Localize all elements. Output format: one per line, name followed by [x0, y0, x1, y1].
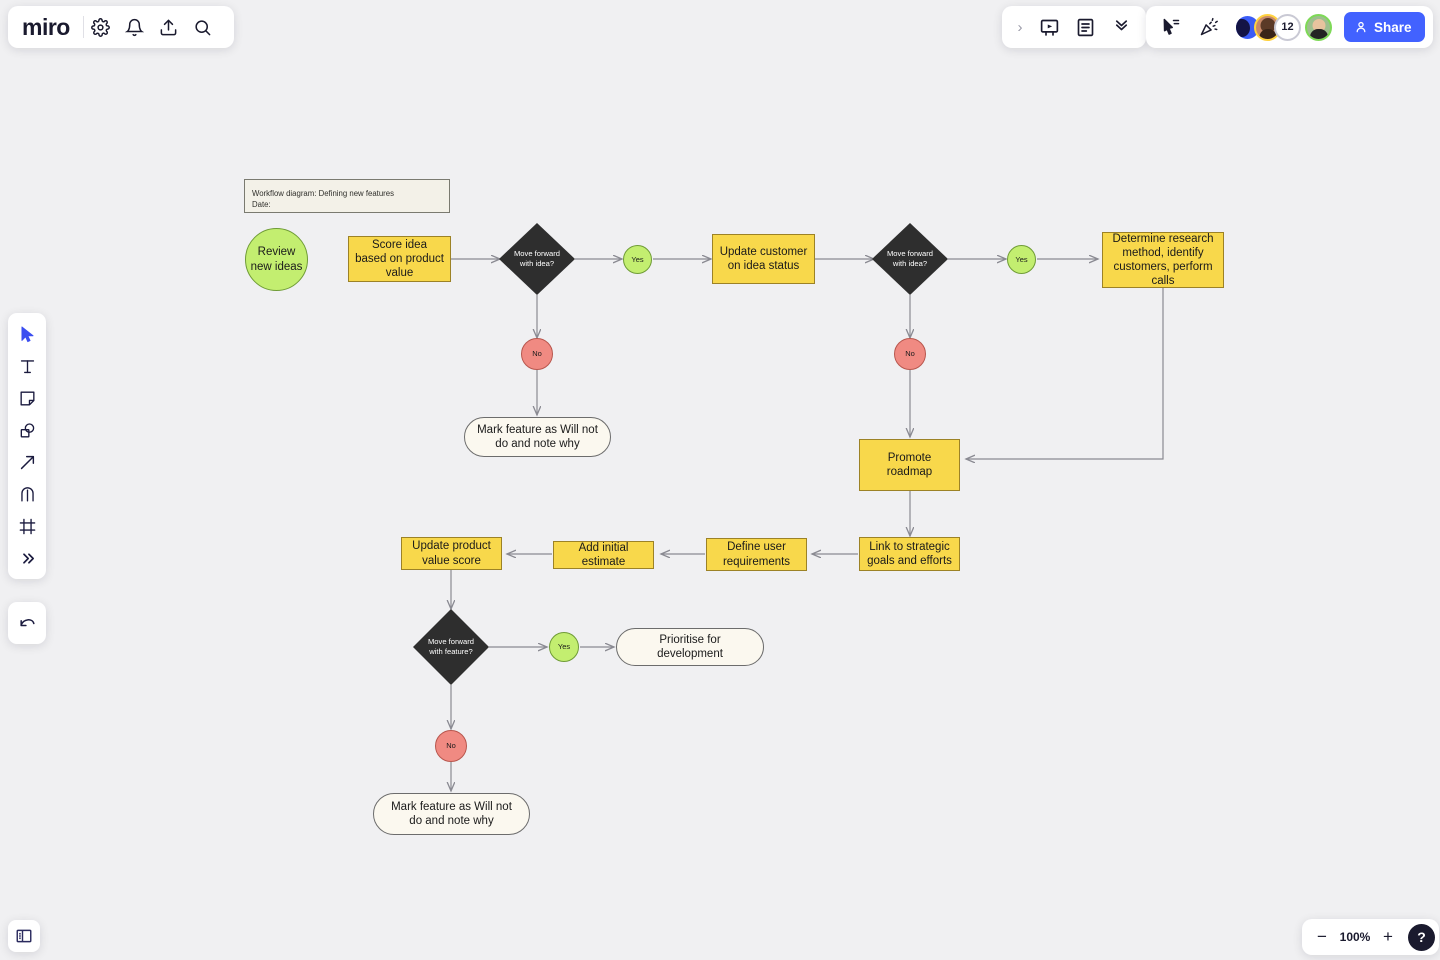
creation-toolbar [8, 313, 46, 579]
node-label: Update customer on idea status [719, 245, 808, 272]
node-yes-1[interactable]: Yes [623, 245, 652, 274]
avatar-count-label: 12 [1281, 21, 1294, 33]
node-label: Review new ideas [250, 246, 303, 273]
zoom-toolbar: − 100% + ? [1302, 919, 1439, 955]
node-no-2[interactable]: No [894, 338, 926, 370]
node-no-3[interactable]: No [435, 730, 467, 762]
node-link-strategic-goals[interactable]: Link to strategic goals and efforts [859, 537, 960, 571]
node-add-initial-estimate[interactable]: Add initial estimate [553, 541, 654, 569]
upload-icon[interactable] [152, 10, 186, 44]
select-cursor-tool[interactable] [12, 319, 42, 349]
settings-gear-icon[interactable] [84, 10, 118, 44]
shapes-tool[interactable] [12, 415, 42, 445]
sticky-note-tool[interactable] [12, 383, 42, 413]
undo-toolbar [8, 602, 46, 644]
text-tool[interactable] [12, 351, 42, 381]
undo-arrow-icon[interactable] [12, 608, 42, 638]
notifications-bell-icon[interactable] [118, 10, 152, 44]
collaboration-toolbar: 12 Share [1146, 6, 1433, 48]
node-update-product-value-score[interactable]: Update product value score [401, 537, 502, 570]
notes-document-icon[interactable] [1068, 10, 1102, 44]
celebrate-confetti-icon[interactable] [1192, 10, 1226, 44]
node-decision-move-forward-feature[interactable] [413, 609, 489, 685]
node-promote-roadmap[interactable]: Promote roadmap [859, 439, 960, 491]
board-title-line1: Workflow diagram: Defining new features [252, 189, 394, 198]
collaborator-avatars: 12 [1234, 13, 1332, 41]
zoom-out-button[interactable]: − [1317, 927, 1327, 946]
search-icon[interactable] [186, 10, 220, 44]
node-label: Define user requirements [722, 541, 791, 568]
avatar-overflow-count[interactable]: 12 [1274, 13, 1301, 41]
pen-draw-tool[interactable] [12, 479, 42, 509]
node-label: Yes [1015, 254, 1028, 264]
node-decision-move-forward-idea-1[interactable] [499, 223, 575, 295]
more-tools-chevrons[interactable] [12, 543, 42, 573]
miro-logo[interactable]: miro [22, 13, 70, 40]
board-title-line2: Date: [252, 200, 271, 210]
node-label: Update product value score [412, 540, 491, 567]
node-determine-research[interactable]: Determine research method, identify cust… [1102, 232, 1224, 288]
node-label: Score idea based on product value [355, 238, 444, 280]
node-define-user-requirements[interactable]: Define user requirements [706, 538, 807, 571]
brand-toolbar: miro [8, 6, 234, 48]
node-label: Prioritise for development [657, 633, 723, 660]
share-button[interactable]: Share [1344, 12, 1425, 42]
node-label: No [446, 741, 456, 751]
node-label: Determine research method, identify cust… [1112, 232, 1214, 288]
node-label: No [532, 349, 542, 359]
cursor-select-icon[interactable] [1154, 10, 1188, 44]
frame-tool[interactable] [12, 511, 42, 541]
node-label: Mark feature as Will not do and note why [477, 423, 598, 450]
node-mark-will-not-do-1[interactable]: Mark feature as Will not do and note why [464, 417, 611, 457]
connector-arrow-tool[interactable] [12, 447, 42, 477]
expand-chevron-right-icon[interactable]: › [1017, 18, 1023, 36]
person-icon [1354, 20, 1368, 34]
node-decision-move-forward-idea-2[interactable] [872, 223, 948, 295]
divider [82, 16, 84, 38]
node-yes-2[interactable]: Yes [1007, 245, 1036, 274]
node-label: Yes [631, 254, 644, 264]
panel-toggle-icon[interactable] [8, 920, 40, 952]
zoom-level-value[interactable]: 100% [1339, 930, 1371, 944]
share-label: Share [1374, 19, 1412, 35]
avatar-user-green-ring[interactable] [1305, 13, 1332, 41]
node-mark-will-not-do-2[interactable]: Mark feature as Will not do and note why [373, 793, 530, 835]
node-prioritise-for-development[interactable]: Prioritise for development [616, 628, 764, 666]
node-update-customer[interactable]: Update customer on idea status [712, 234, 815, 284]
node-label: Yes [557, 642, 571, 652]
node-label: Add initial estimate [578, 541, 629, 568]
node-label: Mark feature as Will not do and note why [391, 800, 512, 827]
node-label: No [905, 349, 915, 359]
node-no-1[interactable]: No [521, 338, 553, 370]
presentation-icon[interactable] [1032, 10, 1066, 44]
node-score-idea[interactable]: Score idea based on product value [348, 236, 451, 282]
node-label: Link to strategic goals and efforts [867, 540, 952, 567]
decision-diamonds [413, 223, 948, 685]
zoom-in-button[interactable]: + [1383, 927, 1393, 946]
presentation-toolbar: › [1002, 6, 1146, 48]
node-label: Promote roadmap [886, 451, 933, 478]
node-review-new-ideas[interactable]: Review new ideas [245, 228, 308, 291]
node-yes-3[interactable]: Yes [549, 632, 579, 662]
board-title-card[interactable]: Workflow diagram: Defining new features … [244, 179, 450, 213]
chevron-double-down-icon[interactable] [1104, 10, 1138, 44]
help-button[interactable]: ? [1408, 923, 1435, 951]
